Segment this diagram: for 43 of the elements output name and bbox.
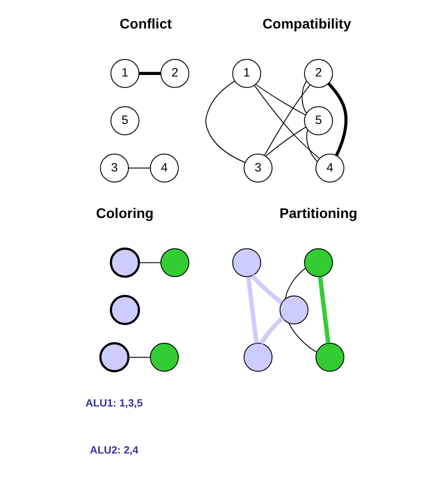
label: ALU2: 2,4 <box>89 444 138 457</box>
node-circle: 2 <box>304 59 332 88</box>
node-circle: 5 <box>110 106 139 136</box>
connector <box>138 262 161 264</box>
connector <box>326 82 348 156</box>
connector <box>317 276 330 344</box>
node-circle: 2 <box>160 59 189 88</box>
connector <box>301 80 306 114</box>
node-circle: 3 <box>99 154 128 182</box>
connector <box>138 72 160 75</box>
label: Coloring <box>96 204 154 221</box>
connector <box>264 84 310 156</box>
node-circle <box>160 248 189 278</box>
connector <box>128 356 150 358</box>
node-circle <box>314 342 344 372</box>
label: Compatibility <box>262 16 351 32</box>
node-circle: 4 <box>149 154 178 182</box>
connector <box>306 130 318 162</box>
node-circle: 1 <box>232 59 261 88</box>
node-circle <box>304 248 332 278</box>
node-circle <box>98 342 130 372</box>
connector <box>246 276 258 344</box>
connector <box>258 316 284 345</box>
connector <box>204 80 246 163</box>
node-circle <box>232 248 261 278</box>
connector <box>265 126 306 156</box>
node-circle: 3 <box>243 154 272 182</box>
node-circle: 1 <box>110 59 139 88</box>
connector <box>288 322 317 353</box>
node-circle <box>279 296 308 324</box>
label: ALU1: 1,3,5 <box>85 397 142 410</box>
connector <box>253 84 320 159</box>
node-circle <box>243 342 272 372</box>
node-circle <box>109 294 140 326</box>
node-circle <box>149 342 178 372</box>
label: Conflict <box>119 16 172 32</box>
node-circle: 4 <box>314 154 344 182</box>
label: Partitioning <box>279 204 357 221</box>
node-circle: 5 <box>304 106 332 136</box>
connector <box>255 84 306 116</box>
connector <box>284 268 306 299</box>
node-circle <box>109 248 140 278</box>
connector <box>250 274 282 304</box>
